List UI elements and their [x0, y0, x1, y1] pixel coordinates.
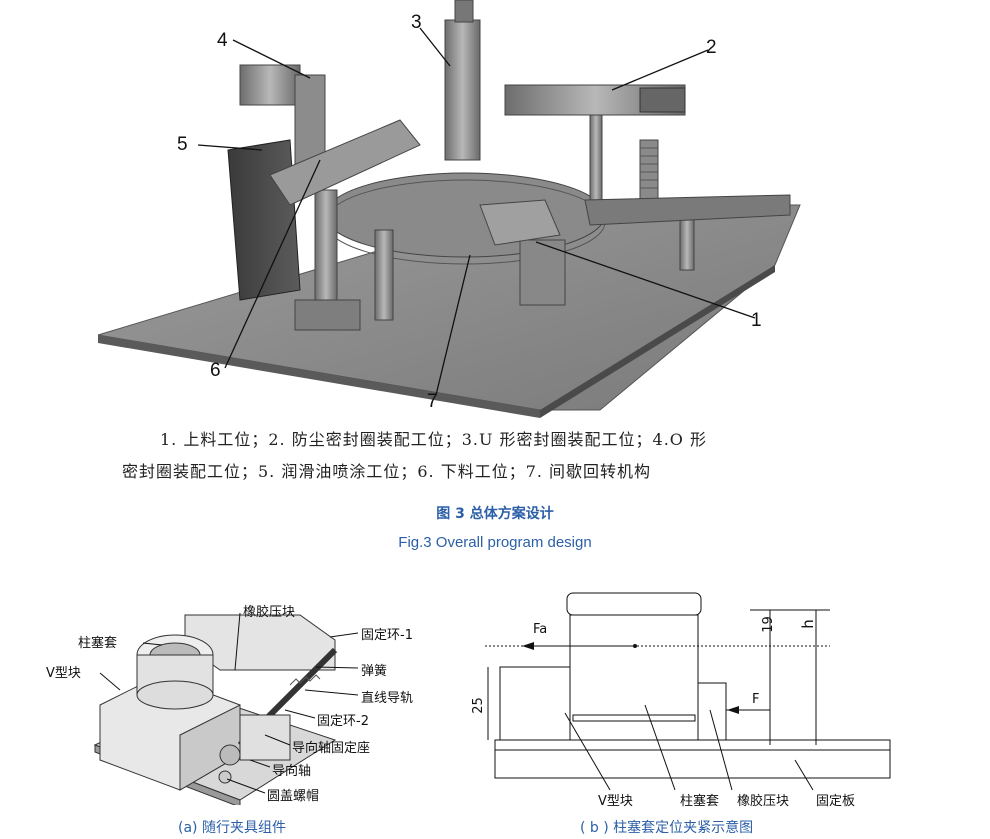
label-rail: 直线导轨 [361, 691, 414, 706]
label-v-block-b: V型块 [598, 794, 633, 809]
caption-b: ( b ) 柱塞套定位夹紧示意图 [580, 820, 754, 836]
figure3-title-cn: 图 3 总体方案设计 [436, 506, 554, 522]
label-guide-seat: 导向轴固定座 [292, 741, 371, 756]
label-guide-shaft: 导向轴 [272, 764, 312, 779]
label-ring2: 固定环-2 [317, 714, 369, 729]
label-cap-nut: 圆盖螺帽 [267, 789, 320, 804]
callout-2: 2 [706, 37, 717, 58]
callout-4: 4 [217, 30, 228, 51]
label-25: 25 [470, 697, 486, 714]
callout-3: 3 [411, 12, 422, 33]
callout-7: 7 [427, 391, 438, 412]
label-19: 19 [760, 616, 776, 633]
label-fa: Fa [533, 622, 548, 637]
callout-6: 6 [210, 360, 221, 381]
fixture-assembly-drawing [93, 612, 359, 805]
figure3-legend-line1: 1. 上料工位；2. 防尘密封圈装配工位；3.U 形密封圈装配工位；4.O 形 [160, 430, 708, 449]
callout-5: 5 [177, 134, 188, 155]
label-h: h [798, 619, 817, 629]
label-plate-b: 固定板 [816, 794, 856, 809]
callout-1: 1 [751, 310, 762, 331]
figure3-title-en: Fig.3 Overall program design [398, 534, 592, 551]
label-sleeve-b: 柱塞套 [680, 794, 720, 809]
caption-a: (a) 随行夹具组件 [178, 820, 286, 836]
label-ring1: 固定环-1 [361, 628, 413, 643]
clamping-schematic [485, 592, 891, 791]
machine-overview-render [97, 0, 801, 418]
label-piston-sleeve: 柱塞套 [78, 636, 118, 651]
label-rubber-b: 橡胶压块 [737, 794, 790, 809]
label-f: F [752, 692, 760, 707]
label-spring: 弹簧 [361, 664, 388, 679]
lubrication-cabinet [227, 139, 301, 301]
label-rubber-block: 橡胶压块 [243, 605, 296, 620]
label-v-block: V型块 [46, 666, 81, 681]
figure3-legend-line2: 密封圈装配工位；5. 润滑油喷涂工位；6. 下料工位；7. 间歇回转机构 [122, 462, 652, 481]
